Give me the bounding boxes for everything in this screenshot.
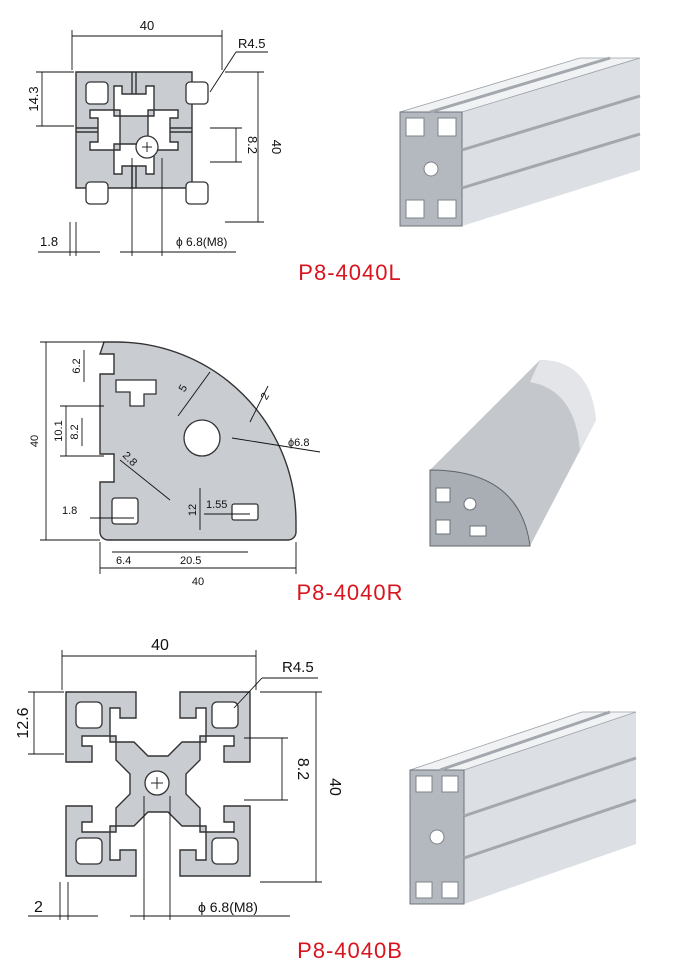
dim-j-4040r: 20.5 (180, 555, 201, 567)
panel-4040l: 40 R4.5 14.3 40 8.2 1.8 ϕ 6.8(M8) P8-404… (0, 0, 700, 310)
dim-hole-4040r: ϕ6.8 (288, 437, 309, 449)
dim-i-4040r: 6.4 (116, 555, 131, 567)
dim-slot-4040l: 8.2 (245, 136, 260, 154)
dim-height-4040r: 40 (29, 435, 41, 447)
dim-h-4040r: 1.55 (206, 499, 227, 511)
dim-top-4040b: 12.6 (15, 707, 32, 738)
caption-4040l: P8-4040L (298, 260, 402, 285)
profile-section-4040l (75, 71, 209, 205)
panel-4040b: 40 R4.5 12.6 40 8.2 2 ϕ 6.8(M8) P8-4040B (0, 620, 700, 979)
dim-wall-4040l: 1.8 (40, 234, 58, 249)
profile-render-4040b (409, 710, 637, 905)
dimension-lines-4040b (28, 650, 322, 920)
profile-section-4040r (99, 341, 297, 541)
panel-4040r: 40 40 6.2 5 2 10.1 8.2 ϕ6.8 2.8 12 1.55 … (0, 320, 700, 620)
dim-a-4040r: 6.2 (71, 358, 83, 373)
dim-e-4040r: 8.2 (69, 424, 81, 439)
dim-radius-4040b: R4.5 (282, 659, 314, 676)
dim-height-4040b: 40 (326, 778, 343, 796)
profile-render-4040r (429, 360, 596, 547)
dim-radius-4040l: R4.5 (238, 36, 265, 51)
drawing-4040b: 40 R4.5 12.6 40 8.2 2 ϕ 6.8(M8) (15, 637, 637, 920)
dim-hole-4040l: ϕ 6.8(M8) (176, 235, 227, 249)
profile-render-4040l (399, 56, 641, 227)
drawing-4040l: 40 R4.5 14.3 40 8.2 1.8 ϕ 6.8(M8) (26, 18, 641, 256)
dimension-lines-4040l (36, 30, 268, 256)
dimension-lines-4040r (40, 341, 321, 574)
dim-wall-4040r: 1.8 (62, 505, 77, 517)
dim-d-4040r: 10.1 (53, 420, 65, 441)
dim-g-4040r: 12 (187, 504, 199, 516)
dim-b-4040r: 5 (177, 383, 190, 394)
dim-height-4040l: 40 (269, 140, 284, 154)
dim-wall-4040b: 2 (34, 899, 43, 916)
dim-c-4040r: 2 (259, 391, 272, 402)
dim-slot-4040b: 8.2 (294, 758, 311, 780)
caption-4040b: P8-4040B (297, 938, 403, 963)
profile-section-4040b (65, 691, 251, 877)
drawing-4040r: 40 40 6.2 5 2 10.1 8.2 ϕ6.8 2.8 12 1.55 … (29, 341, 596, 588)
dim-width-4040r: 40 (192, 576, 204, 588)
dim-width-4040l: 40 (140, 18, 154, 33)
dim-width-4040b: 40 (151, 637, 169, 654)
caption-4040r: P8-4040R (296, 580, 404, 605)
dim-hole-4040b: ϕ 6.8(M8) (198, 899, 258, 915)
dim-top-4040l: 14.3 (26, 86, 41, 111)
